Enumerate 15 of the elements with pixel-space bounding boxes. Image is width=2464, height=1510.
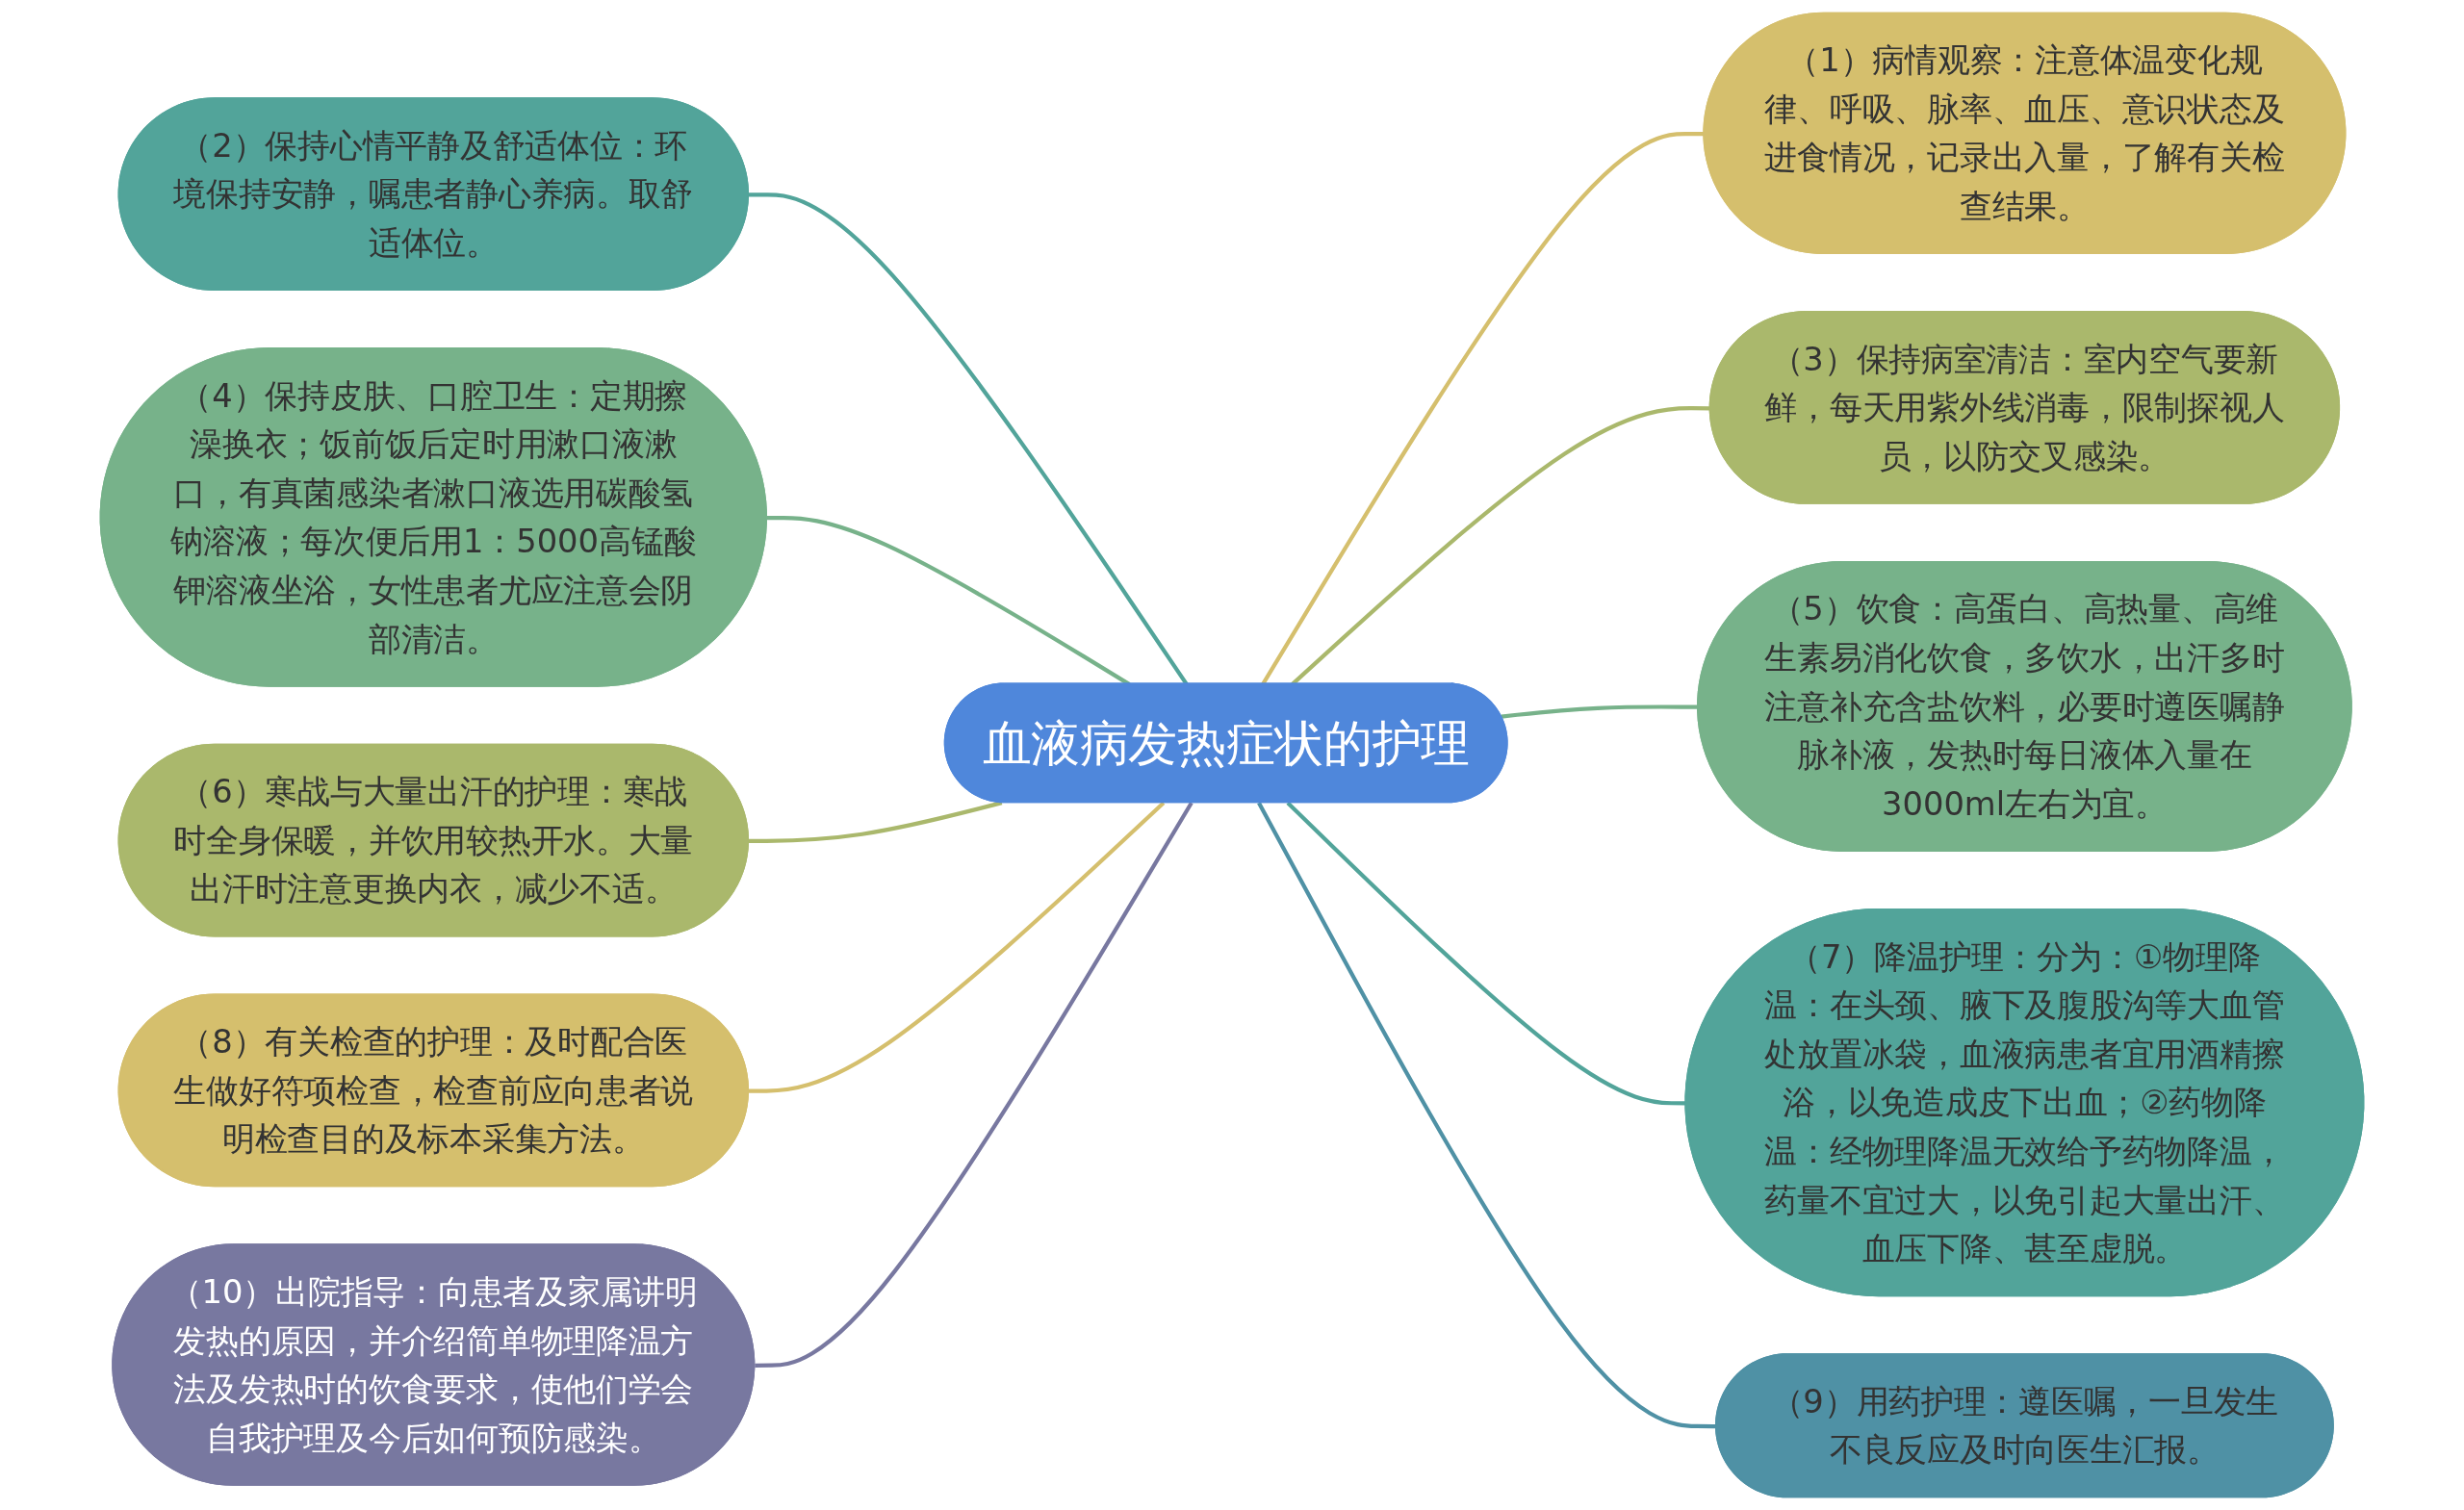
central-topic-pill: 血液病发热症状的护理 [943, 682, 1508, 804]
connector-line [1257, 802, 1717, 1429]
topic-pill: （5）饮食：高蛋白、高热量、高维生素易消化饮食，多饮水，出汗多时注意补充含盐饮料，必要时遵医嘱静脉补液，发热时每日液体入量在3000ml左右为宜。 [1697, 560, 2352, 852]
topic-pill: （4）保持皮肤、口腔卫生：定期擦澡换衣；饭前饭后定时用漱口液漱口，有真菌感染者漱口液选用碳酸氢钠溶液；每次便后用1：5000高锰酸钾溶液坐浴，女性患者尤应注意会阴部清洁。 [99, 347, 767, 687]
topic-pill: （1）病情观察：注意体温变化规律、呼吸、脉率、血压、意识状态及进食情况，记录出入量，了解有关检查结果。 [1703, 12, 2347, 255]
connector-line [755, 802, 1194, 1368]
topic-pill: （7）降温护理：分为：①物理降温：在头颈、腋下及腹股沟等大血管处放置冰袋，血液病患者宜用酒精擦浴，以免造成皮下出血；②药物降温：经物理降温无效给予药物降温，药量不宜过大，以免引起大量出汗、血压下降、甚至虚脱。 [1684, 908, 2365, 1297]
topic-pill: （10）出院指导：向患者及家属讲明发热的原因，并介绍简单物理降温方法及发热时的饮食要求，使他们学会自我护理及今后如何预防感染。 [112, 1243, 756, 1486]
topic-pill: （2）保持心情平静及舒适体位：环境保持安静，嘱患者静心养病。取舒适体位。 [117, 97, 749, 291]
topic-pill: （6）寒战与大量出汗的护理：寒战时全身保暖，并饮用较热开水。大量出汗时注意更换内衣，减少不适。 [117, 743, 749, 937]
topic-pill: （9）用药护理：遵医嘱，一旦发生不良反应及时向医生汇报。 [1715, 1353, 2334, 1498]
topic-pill: （3）保持病室清洁：室内空气要新鲜，每天用紫外线消毒，限制探视人员，以防交叉感染。 [1708, 311, 2341, 504]
topic-pill: （8）有关检查的护理：及时配合医生做好符项检查，检查前应向患者说明检查目的及标本采集方法。 [117, 993, 749, 1188]
connector-line [748, 801, 1003, 844]
connector-line [748, 801, 1166, 1093]
